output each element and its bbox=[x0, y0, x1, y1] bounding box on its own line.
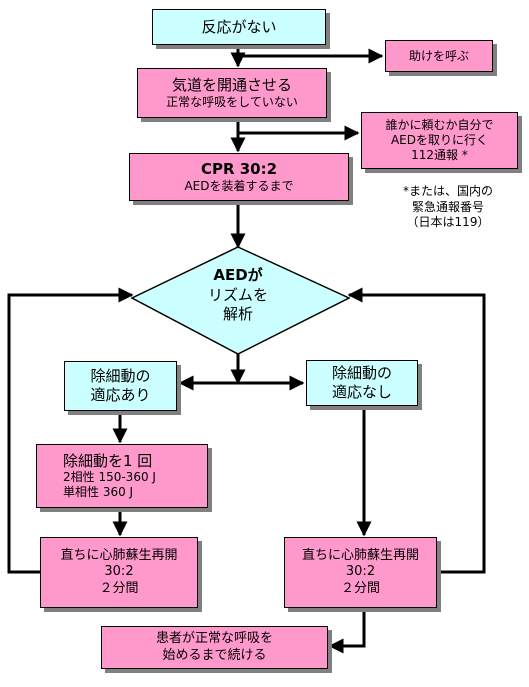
open-airway-title: 気道を開通させる bbox=[171, 76, 292, 95]
loop-left bbox=[7, 287, 134, 574]
resume-right-line2: 30:2 bbox=[345, 564, 376, 580]
one-shock-title: 除細動を1 回 bbox=[63, 451, 153, 470]
call-112-box: 誰かに頼むか自分で AEDを取りに行く 112通報 * bbox=[361, 112, 518, 169]
cpr-box: CPR 30:2 AEDを装着するまで bbox=[129, 153, 349, 201]
aed-line2: リズムを bbox=[207, 285, 268, 304]
no-response-label: 反応がない bbox=[201, 17, 277, 36]
no-response-box: 反応がない bbox=[152, 9, 326, 45]
call-112-line2: AEDを取りに行く bbox=[390, 133, 489, 147]
note-line3: （日本は119） bbox=[406, 215, 490, 230]
continue-line1: 患者が正常な呼吸を bbox=[155, 631, 273, 647]
emergency-number-note: *または、国内の 緊急通報番号 （日本は119） bbox=[388, 184, 508, 231]
cpr-title: CPR 30:2 bbox=[200, 160, 278, 179]
no-shock-line1: 除細動の bbox=[331, 364, 392, 383]
resume-right-line3: ２分間 bbox=[340, 580, 380, 596]
note-line1: *または、国内の bbox=[402, 184, 493, 198]
resume-right-line1: 直ちに心肺蘇生再開 bbox=[301, 548, 419, 564]
call-112-line3: 112通報 * bbox=[411, 148, 468, 162]
continue-box: 患者が正常な呼吸を 始めるまで続ける bbox=[101, 626, 328, 669]
resume-cpr-right-box: 直ちに心肺蘇生再開 30:2 ２分間 bbox=[284, 537, 437, 608]
shock-advised-line2: 適応あり bbox=[90, 386, 151, 404]
no-shock-line2: 適応なし bbox=[331, 383, 392, 401]
resume-left-line3: ２分間 bbox=[99, 580, 139, 596]
open-airway-box: 気道を開通させる 正常な呼吸をしていない bbox=[137, 68, 327, 118]
aed-analyse-diamond bbox=[130, 246, 351, 355]
open-airway-subtitle: 正常な呼吸をしていない bbox=[166, 94, 298, 109]
arrow-to-continue bbox=[328, 608, 366, 654]
call-help-label: 助けを呼ぶ bbox=[408, 48, 469, 63]
no-shock-box: 除細動の 適応なし bbox=[306, 360, 418, 406]
resume-left-line1: 直ちに心肺蘇生再開 bbox=[60, 548, 178, 564]
loop-right bbox=[347, 287, 486, 574]
cpr-subtitle: AEDを装着するまで bbox=[184, 178, 294, 193]
aed-analyse-label: AEDが リズムを 解析 bbox=[188, 266, 288, 325]
one-shock-monophasic: 単相性 360 J bbox=[63, 485, 134, 500]
call-help-box: 助けを呼ぶ bbox=[385, 40, 493, 72]
continue-line2: 始めるまで続ける bbox=[162, 647, 267, 663]
shock-advised-box: 除細動の 適応あり bbox=[64, 361, 177, 411]
note-line2: 緊急通報番号 bbox=[411, 199, 484, 214]
aed-line1: AEDが bbox=[213, 266, 263, 284]
resume-left-line2: 30:2 bbox=[104, 564, 134, 580]
call-112-line1: 誰かに頼むか自分で bbox=[385, 118, 494, 132]
shock-advised-line1: 除細動の bbox=[90, 367, 151, 386]
aed-line3: 解析 bbox=[222, 305, 253, 323]
one-shock-box: 除細動を1 回 2相性 150-360 J 単相性 360 J bbox=[36, 444, 208, 508]
resume-cpr-left-box: 直ちに心肺蘇生再開 30:2 ２分間 bbox=[40, 537, 198, 608]
one-shock-biphasic: 2相性 150-360 J bbox=[63, 470, 156, 485]
